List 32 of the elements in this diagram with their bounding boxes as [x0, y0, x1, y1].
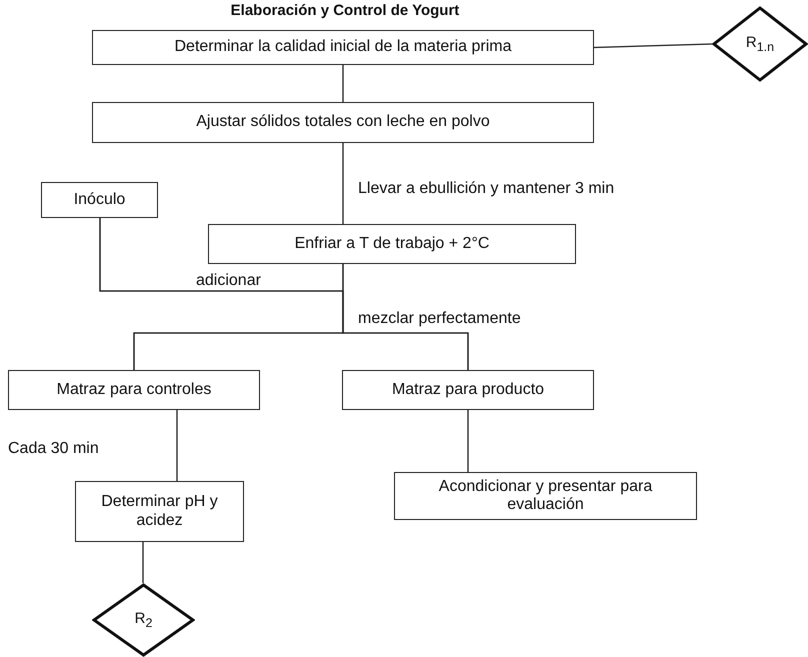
diamond-label: R$_{1.n}$ [746, 34, 774, 54]
process-box [92, 30, 594, 65]
connector-line [176, 410, 178, 481]
process-box [41, 182, 158, 218]
process-box [8, 370, 260, 410]
decision-diamond [712, 6, 808, 82]
step-label: Acondicionar y presentar para evaluación [438, 478, 654, 514]
step-label: Matraz para controles [56, 380, 212, 400]
diamond-label: R$_{2}$ [134, 610, 152, 630]
step-label: Determinar pH y acidez [100, 493, 219, 530]
edge-label: Cada 30 min [8, 440, 99, 458]
diagram-title: Elaboración y Control de Yogurt [230, 2, 460, 19]
connector-line [342, 143, 344, 224]
decision-diamond [92, 583, 195, 657]
step-label: Enfriar a T de trabajo + 2°C [294, 234, 490, 254]
process-box [92, 102, 594, 143]
step-label: Inóculo [74, 190, 126, 210]
connector-line [342, 264, 469, 370]
connector-line [467, 410, 469, 472]
edge-label: Llevar a ebullición y mantener 3 min [358, 180, 614, 198]
connector-line [142, 542, 144, 583]
process-box [75, 481, 244, 542]
connector-line [342, 65, 344, 102]
process-box [342, 370, 594, 410]
process-box [394, 472, 697, 520]
process-box [208, 224, 576, 264]
step-label: Determinar la calidad inicial de la materia prima [174, 38, 512, 57]
step-label: Ajustar sólidos totales con leche en polvo [196, 113, 490, 132]
step-label: Matraz para producto [392, 380, 544, 400]
step-note: mezclar perfectamente [358, 310, 521, 328]
step-note: adicionar [196, 272, 261, 290]
connector-line [594, 43, 712, 48]
